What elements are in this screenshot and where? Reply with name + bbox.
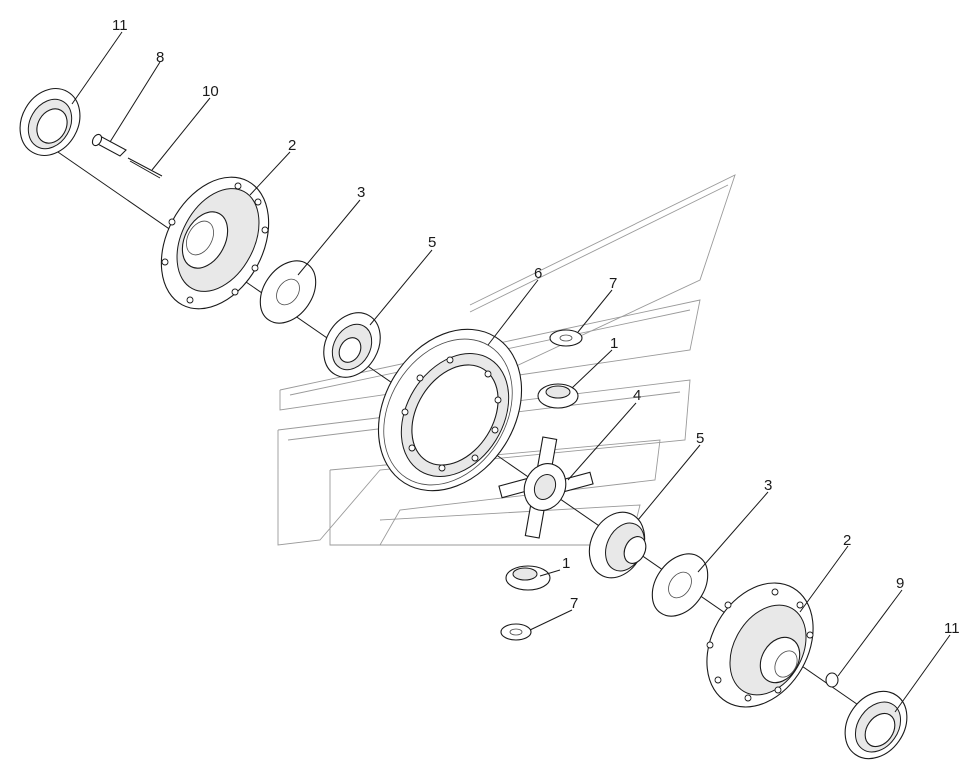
pinion-gear-lower [505,565,551,591]
pinion-gear-upper [537,383,579,409]
callout-6: 6 [534,265,542,282]
callout-2-left: 2 [288,137,296,154]
case-half-left [160,176,270,310]
bearing-left [19,88,81,156]
callout-3-left: 3 [357,184,365,201]
case-half-right [706,582,814,708]
pinion-washer-upper [549,329,583,347]
side-gear-right [588,511,647,579]
ring-gear [377,328,523,492]
nut [825,672,839,688]
callout-labels: 11 8 10 2 3 5 6 7 1 4 5 3 2 9 1 7 11 [112,17,960,637]
callout-4: 4 [633,387,641,404]
callout-5-right: 5 [696,430,704,447]
pinion-washer-lower [500,623,532,641]
thrust-washer-right [651,553,709,617]
callout-7-top: 7 [609,275,617,292]
bearing-right [844,690,908,760]
spider-cross [498,436,594,539]
cotter-pin [127,157,163,179]
callout-2-right: 2 [843,532,851,549]
side-gear-left [323,312,381,378]
callout-1-bottom: 1 [562,555,570,572]
leader-lines [71,31,951,713]
callout-8: 8 [156,49,164,66]
callout-10: 10 [202,83,219,100]
callout-11-top: 11 [112,17,128,34]
callout-1-top: 1 [610,335,618,352]
callout-7-bottom: 7 [570,595,578,612]
bolt [91,133,127,157]
callout-5-left: 5 [428,234,436,251]
callout-11-bottom: 11 [944,620,960,637]
callout-9: 9 [896,575,904,592]
callout-3-right: 3 [764,477,772,494]
